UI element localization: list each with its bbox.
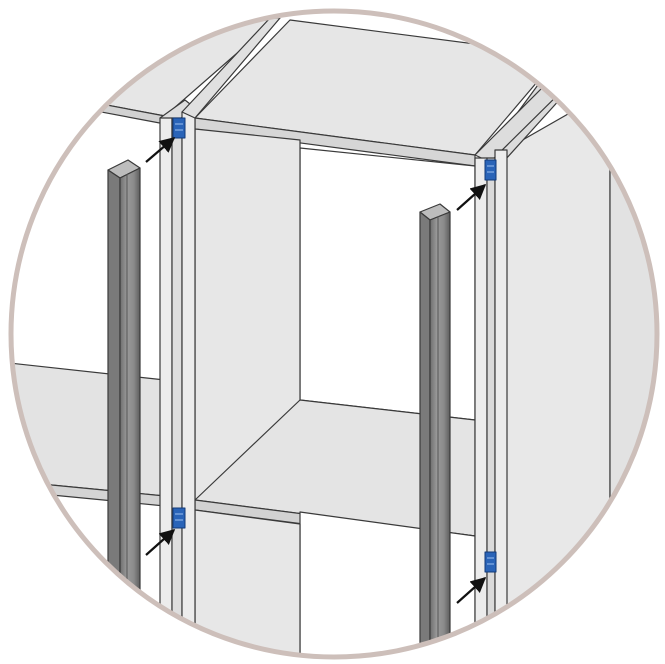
arrow-icon bbox=[456, 183, 487, 211]
side-panel-right bbox=[504, 89, 611, 657]
arrow-icon bbox=[145, 136, 176, 163]
bracket-icon bbox=[484, 159, 497, 181]
detail-frame-ring bbox=[8, 8, 660, 660]
side-panel-lower bbox=[194, 509, 301, 657]
arrow-icon bbox=[145, 528, 176, 556]
rail-right bbox=[419, 203, 451, 657]
bracket-icon bbox=[172, 507, 186, 529]
top-shelf-center bbox=[194, 19, 561, 167]
bracket-icon bbox=[484, 551, 497, 573]
arrow-icon bbox=[456, 576, 487, 604]
rail-left bbox=[107, 159, 141, 657]
bracket-icon bbox=[172, 117, 186, 139]
